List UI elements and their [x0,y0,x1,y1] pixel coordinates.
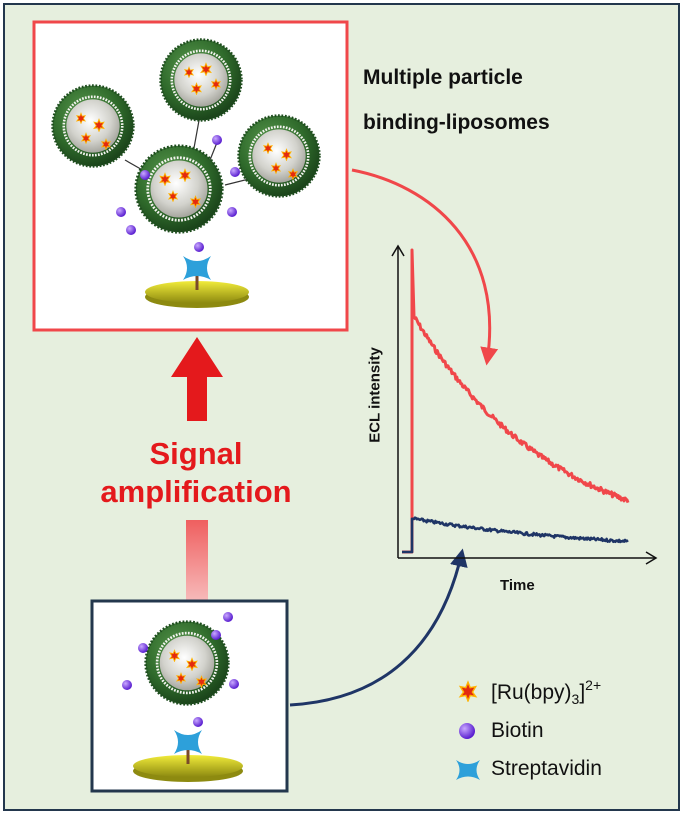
liposome-single [122,612,239,727]
x-axis-arrowhead [645,551,658,565]
amplification-arrow [171,337,223,600]
electrode-assembly-bottom [133,730,243,782]
electrode-assembly-top [145,256,249,308]
sphere-icon [459,723,475,739]
y-axis-label: ECL intensity [366,347,384,443]
legend-ru-subscript: 3 [571,691,580,707]
ecl-trace-amplified [402,248,630,554]
biotin-markers [116,135,240,252]
x-axis-label: Time [500,577,535,594]
series-layer [402,248,630,554]
signal-label-line-1: Signal [149,436,243,471]
legend-ru-superscript: 2+ [585,677,602,693]
star-icon [459,681,477,702]
legend-label-ru: [Ru(bpy)3]2+ [491,677,601,707]
legend-label-biotin: Biotin [491,719,544,742]
liposome-left [51,84,135,168]
navy-connector-arrow [289,548,468,707]
ecl-chart [391,244,658,565]
cross-icon [456,760,480,780]
liposome-center [134,144,224,234]
headline-line-2: binding-liposomes [363,111,550,134]
ecl-trace-single [402,516,629,554]
headline-line-1: Multiple particle [363,66,523,89]
legend-label-streptavidin: Streptavidin [491,757,602,780]
legend-ru-tail: ] [579,681,586,704]
legend-ru-base: [Ru(bpy) [491,681,572,704]
liposome-top [159,38,243,122]
y-axis-arrowhead [391,244,405,257]
red-connector-arrow [351,168,499,366]
signal-label-line-2: amplification [100,474,292,509]
liposome-right [237,114,321,198]
